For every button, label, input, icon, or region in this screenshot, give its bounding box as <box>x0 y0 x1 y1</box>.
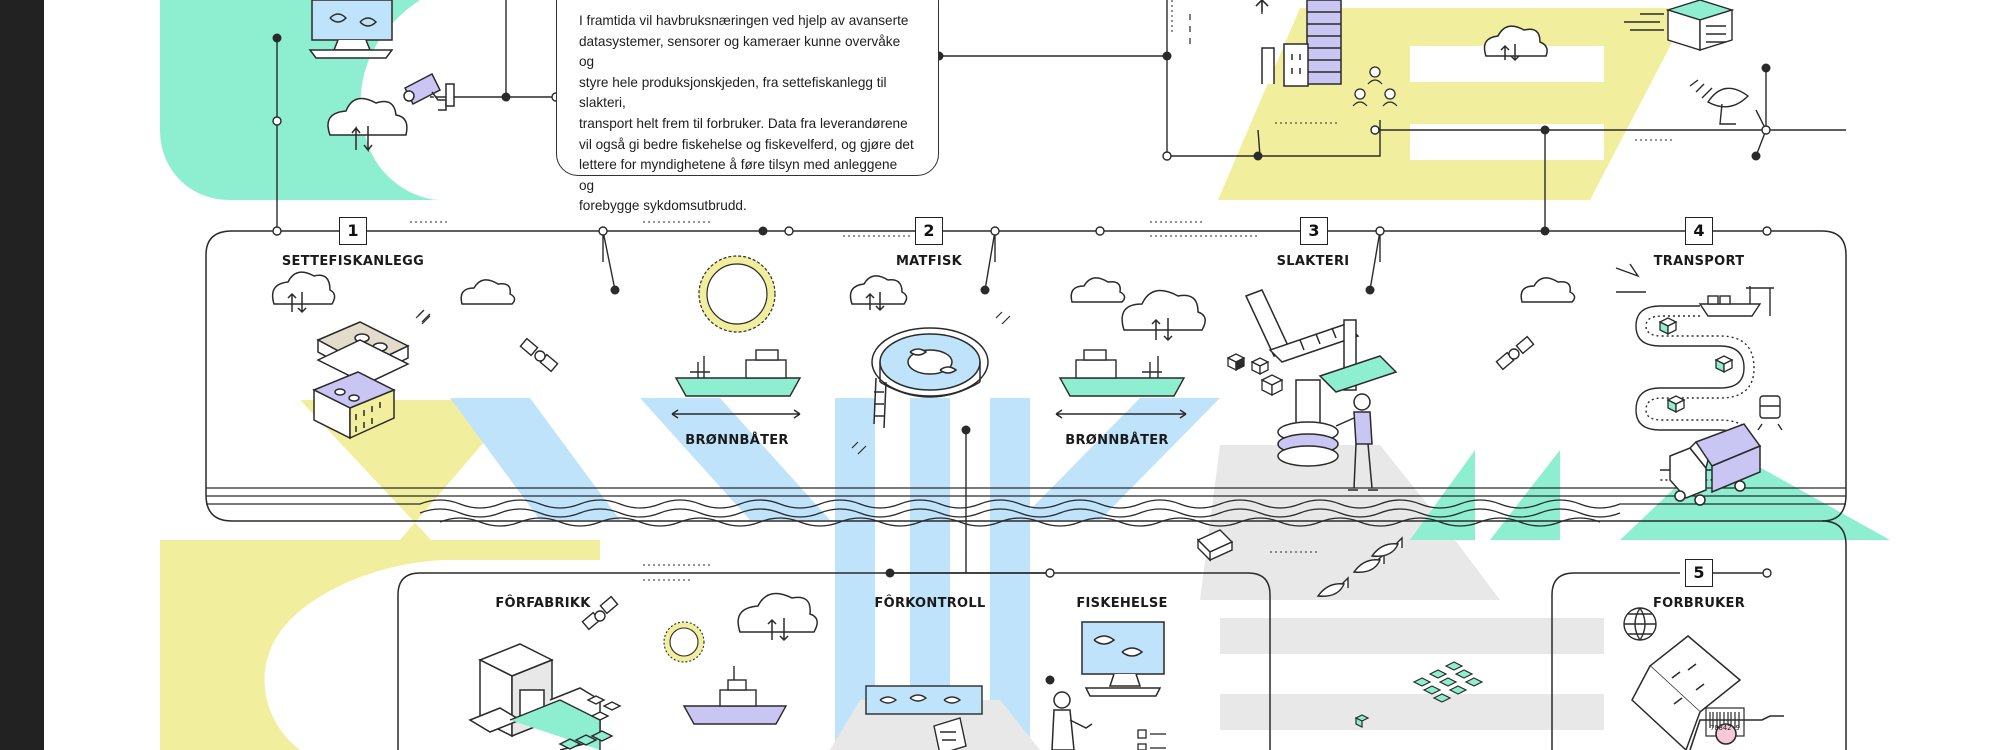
monitor-icon <box>308 0 394 59</box>
satellite-icon-1 <box>417 309 559 373</box>
feed-control-screen <box>865 685 983 715</box>
hatchery-building-icon <box>312 321 410 440</box>
boat-label-2: BRØNNBÅTER <box>1065 433 1169 448</box>
wellboat-icon-2 <box>1055 349 1187 419</box>
box-stack-icon <box>1354 661 1484 728</box>
people-network-icon <box>1352 66 1398 107</box>
feed-boat-icon <box>682 666 788 725</box>
processing-machine-icon <box>1244 289 1398 467</box>
cloud-sync-icon <box>327 97 408 153</box>
stage-number-4: 4 <box>1685 217 1713 245</box>
cargo-boxes-icon <box>1226 353 1284 397</box>
left-dark-strip <box>0 0 44 750</box>
cloud-icon <box>1483 25 1548 62</box>
stage-label-slakteri: SLAKTERI <box>1276 254 1350 269</box>
plane-icon <box>1615 263 1646 293</box>
info-text: I framtida vil havbruksnæringen ved hjel… <box>579 13 914 214</box>
dotted-lines <box>410 0 1680 581</box>
stage-number-3: 3 <box>1300 217 1328 245</box>
cloud-icon-3 <box>1520 277 1576 303</box>
cloud-sync-icon-stage1 <box>271 271 336 314</box>
stage-number-5: 5 <box>1685 559 1713 587</box>
satellite-icon-3 <box>581 595 619 631</box>
cargo-ship-icon <box>1698 286 1774 317</box>
conveyor-icon <box>509 695 622 750</box>
stage-label-matfisk: MATFISK <box>895 254 963 269</box>
label-fiskehelse: FISKEHELSE <box>1076 596 1168 611</box>
fish-crate-icon <box>1196 529 1234 562</box>
decorative-marks <box>415 14 1191 455</box>
sun-icon <box>698 255 776 333</box>
label-forkontroll: FÔRKONTROLL <box>874 596 986 611</box>
security-camera-icon <box>403 72 455 111</box>
worker-person-icon <box>1335 393 1378 491</box>
satellite-dish-icon <box>1689 79 1750 125</box>
cloud-sync-icon-large <box>1121 289 1206 342</box>
small-box-icons <box>1658 317 1734 414</box>
office-building-icon <box>1255 0 1342 87</box>
antenna-icon <box>1255 0 1269 14</box>
cloud-sync-icon-lower <box>737 592 818 642</box>
network-nodes <box>272 33 1772 685</box>
shopping-cart-icon <box>1689 715 1784 750</box>
vet-person-icon <box>1051 691 1093 750</box>
info-text-box: I framtida vil havbruksnæringen ved hjel… <box>556 0 939 213</box>
smartphone-icon <box>1631 635 1742 750</box>
fish-icons <box>1316 536 1403 597</box>
data-server-icon <box>1624 0 1735 51</box>
train-icon <box>1757 395 1783 431</box>
process-panel <box>205 230 1847 750</box>
stage-number-1: 1 <box>339 217 367 245</box>
boat-label-1: BRØNNBÅTER <box>685 433 789 448</box>
cloud-sync-icon-stage2 <box>849 275 908 312</box>
stage-label-forbruker: FORBRUKER <box>1652 596 1746 611</box>
label-forfabrikk: FÔRFABRIKK <box>495 596 591 611</box>
checklist-icon <box>1137 729 1166 750</box>
stage-label-transport: TRANSPORT <box>1653 254 1745 269</box>
barcode-number: 78842 9 <box>1710 724 1740 732</box>
wellboat-icon-1 <box>671 349 802 419</box>
stage-label-settefiskanlegg: SETTEFISKANLEGG <box>281 254 425 269</box>
satellite-icon-2 <box>1495 335 1535 371</box>
globe-icon <box>1623 607 1657 641</box>
fish-pen-icon <box>871 327 989 429</box>
sun-icon-small <box>663 621 705 663</box>
water-waves <box>206 487 1846 527</box>
cloud-icon-1 <box>460 279 516 305</box>
document-icon <box>933 717 967 750</box>
truck-icon <box>1669 423 1762 506</box>
stage-number-2: 2 <box>915 217 943 245</box>
cloud-icon-2 <box>1070 277 1126 303</box>
fish-health-monitor-icon <box>1081 621 1165 697</box>
